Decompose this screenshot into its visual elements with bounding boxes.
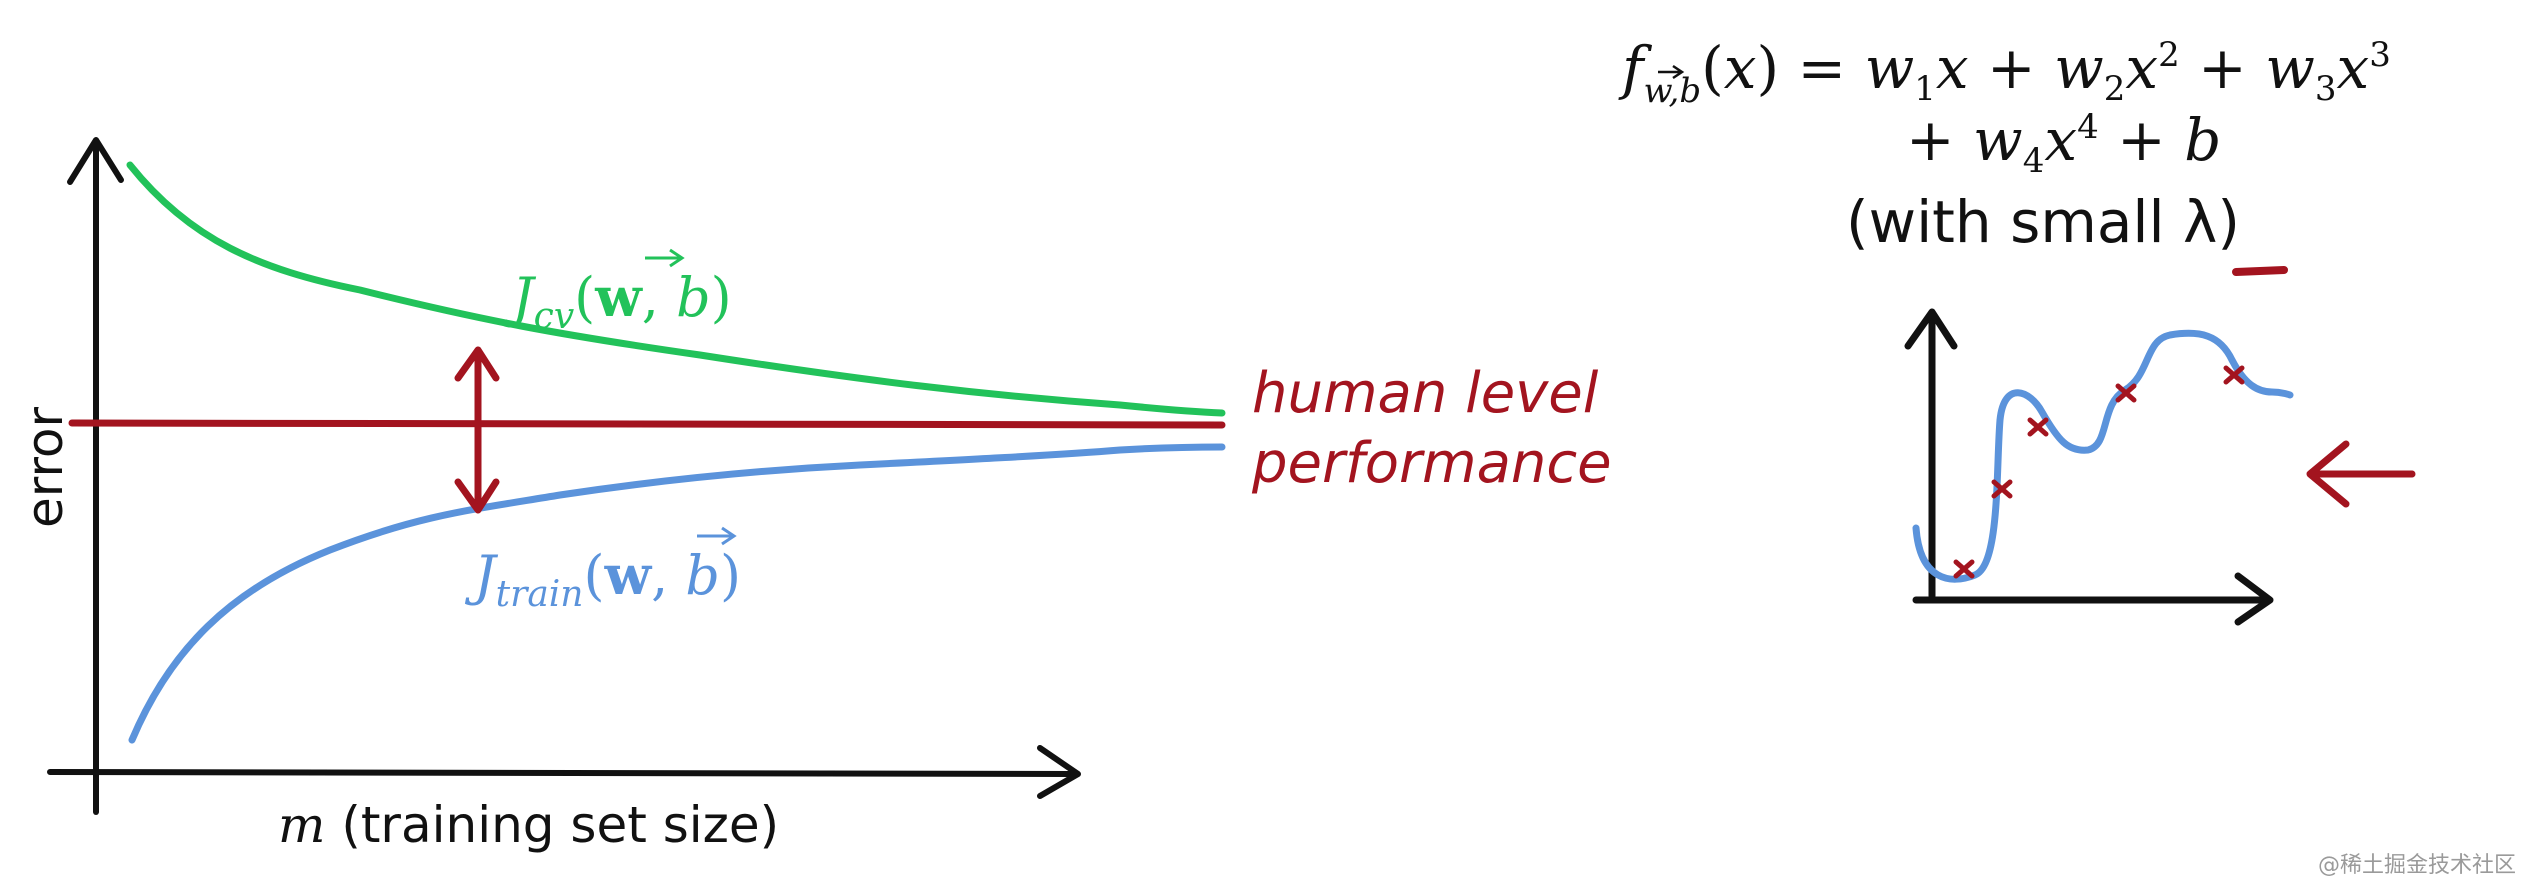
training-point	[2115, 383, 2137, 403]
cv-curve-label: Jcv(w, b)	[502, 265, 732, 337]
regularization-note: (with small λ)	[1846, 188, 2240, 256]
model-panel: fw,b(x) = w1x + w2x2 + w3x3 + w4x4 + b (…	[1618, 34, 2416, 626]
fit-plot-y-arrowhead-icon	[1904, 308, 1958, 350]
learning-curve-plot: Jcv(w, b) Jtrain(w, b) human level perfo…	[16, 137, 1612, 854]
fit-plot-x-arrowhead-icon	[2234, 572, 2274, 626]
training-point	[1991, 479, 2013, 499]
x-axis-label: m (training set size)	[278, 796, 779, 854]
model-equation-line1: fw,b(x) = w1x + w2x2 + w3x3	[1618, 34, 2391, 111]
human-level-label: human level	[1252, 361, 1599, 426]
vector-arrow-icon	[697, 526, 737, 546]
training-point	[2223, 365, 2245, 385]
x-axis	[47, 769, 1075, 777]
human-level-line	[68, 419, 1226, 429]
gap-double-arrow-icon	[454, 346, 500, 514]
vector-arrow-icon	[1658, 64, 1685, 80]
cv-error-curve	[126, 161, 1226, 417]
y-axis-arrowhead-icon	[67, 137, 124, 185]
training-point-marks	[1953, 365, 2245, 579]
vector-arrow-icon	[645, 248, 685, 268]
train-curve-label: Jtrain(w, b)	[464, 543, 741, 615]
training-point	[2027, 417, 2049, 437]
training-point	[1953, 559, 1975, 579]
model-equation-line2: + w4x4 + b	[1906, 106, 2221, 181]
overfit-curve	[1912, 329, 2294, 583]
human-level-label-line2: performance	[1251, 431, 1612, 496]
y-axis-label: error	[16, 407, 74, 528]
lambda-underline	[2232, 266, 2288, 276]
train-error-curve	[128, 443, 1226, 744]
watermark: @稀土掘金技术社区	[2318, 853, 2516, 878]
x-axis-arrowhead-icon	[1037, 745, 1081, 799]
pointer-arrow-icon	[2306, 440, 2416, 508]
